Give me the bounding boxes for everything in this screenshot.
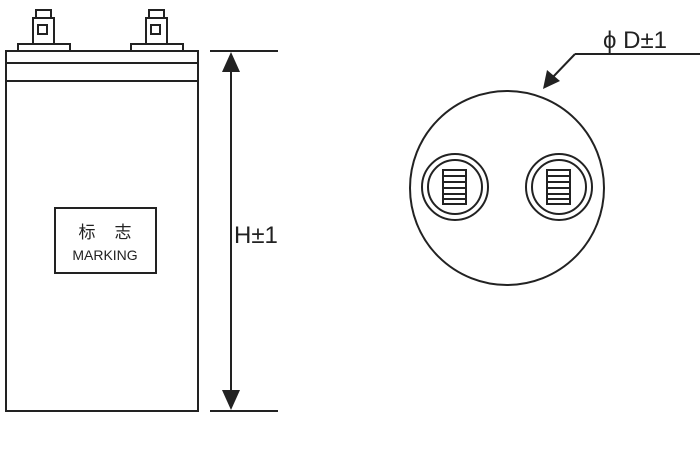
marking-label-en: MARKING [72,247,137,263]
leader-arrow-icon [543,70,560,89]
height-label: H±1 [234,222,278,249]
right-terminal-top [525,153,593,221]
right-terminal [130,9,184,52]
top-cap [5,50,199,82]
left-terminal [17,9,71,52]
top-view [409,90,605,286]
top-view-outline [409,90,605,286]
diameter-label: ϕ D±1 [603,27,667,54]
side-view [5,9,199,412]
arrow-up-icon [222,52,240,72]
diameter-leader [543,53,700,89]
marking-box [54,207,157,274]
marking-label-cn: 标 志 [79,223,132,242]
arrow-down-icon [222,390,240,410]
left-terminal-top [421,153,489,221]
height-dimension [210,50,278,412]
